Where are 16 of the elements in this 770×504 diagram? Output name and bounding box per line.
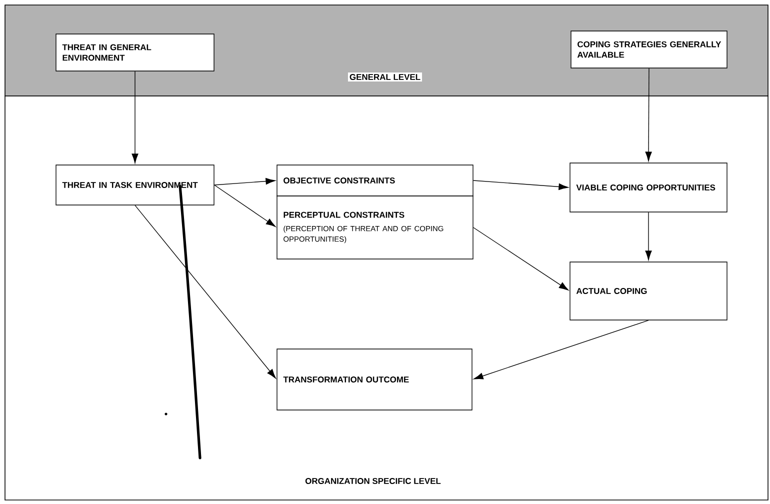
process-box: COPING STRATEGIES GENERALLY AVAILABLE [570,30,728,68]
process-box: TRANSFORMATION OUTCOME [276,348,472,410]
arrow [214,178,276,186]
arrow [474,320,649,380]
arrow [645,68,652,162]
arrow [473,180,568,190]
process-box: THREAT IN TASK ENVIRONMENT [56,164,214,206]
arrow [473,227,569,290]
arrow [132,71,138,164]
process-box: THREAT IN GENERAL ENVIRONMENT [56,34,214,72]
process-box: ACTUAL COPING [570,262,728,320]
process-box: VIABLE COPING OPPORTUNITIES [570,162,728,212]
arrow [214,184,276,227]
arrow [645,212,652,260]
arrow [134,205,276,379]
process-box: OBJECTIVE CONSTRAINTS [276,164,474,196]
